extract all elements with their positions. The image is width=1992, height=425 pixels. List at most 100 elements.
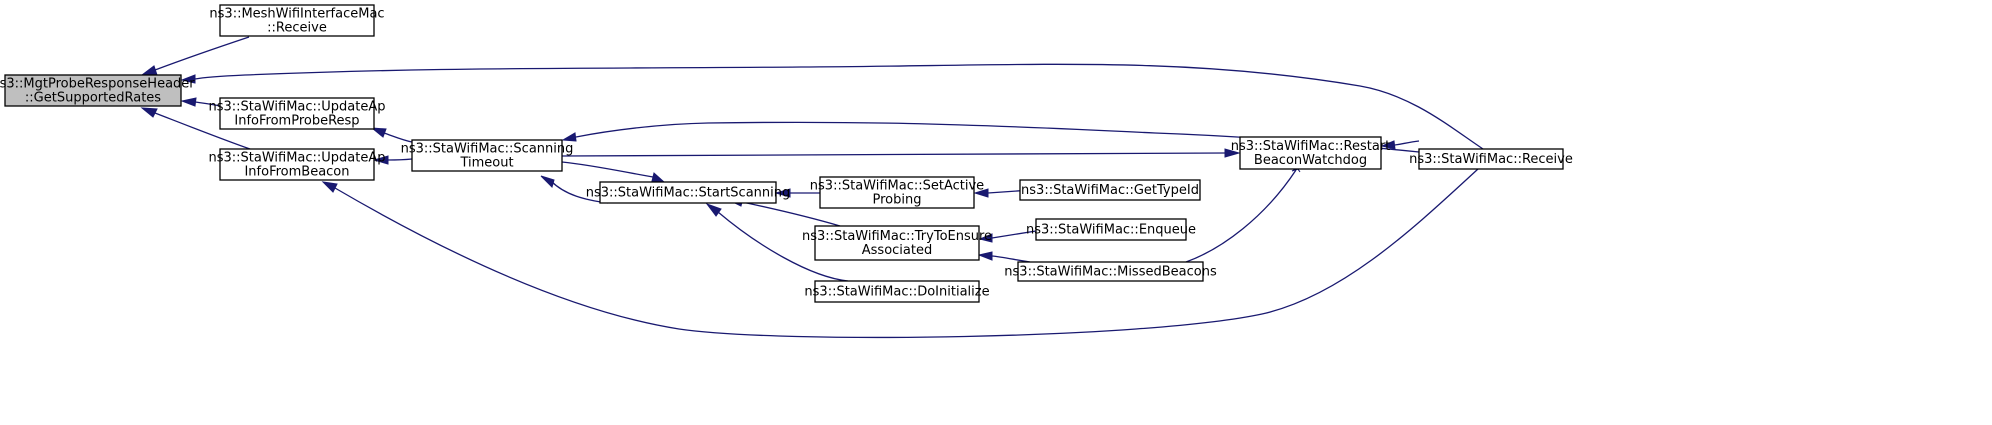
edge-update_probe-to-root [180, 97, 221, 107]
edge-line [561, 152, 1226, 157]
node-do-initialize[interactable]: ns3::StaWifiMac::DoInitialize [804, 280, 990, 303]
edge-scanning_timeout-to-update_beacon [372, 155, 413, 165]
edge-line [383, 132, 413, 143]
node-label-line: Timeout [459, 156, 513, 171]
edge-sta_receive-to-update_beacon [321, 168, 1479, 339]
node-box [814, 225, 980, 261]
nodes-layer: ns3::MgtProbeResponseHeader::GetSupporte… [0, 4, 1573, 303]
edge-line [991, 255, 1031, 263]
edge-line [1394, 140, 1420, 146]
arrowhead [321, 181, 338, 193]
node-box [814, 280, 980, 303]
arrowhead [370, 127, 387, 138]
edges-layer [140, 36, 1484, 339]
edge-sta_receive-to-root [180, 63, 1484, 150]
node-label-line: ::Receive [267, 21, 327, 36]
node-box [219, 4, 375, 37]
edge-missed_beacons-to-try_to_ensure [977, 251, 1031, 263]
arrowhead [180, 74, 196, 84]
node-box [1418, 148, 1564, 170]
arrowhead [140, 107, 158, 118]
node-label-line: Associated [862, 243, 932, 258]
edge-line [991, 230, 1037, 239]
edge-line [194, 63, 1484, 150]
node-mesh-receive[interactable]: ns3::MeshWifiInterfaceMac::Receive [209, 4, 385, 37]
node-label-line: ns3::StaWifiMac::UpdateAp [208, 151, 385, 166]
edge-scanning_timeout-to-restart_beacon [561, 148, 1241, 158]
edge-line [154, 36, 250, 71]
edge-scanning_timeout-to-update_probe [370, 127, 413, 143]
node-label-line: ns3::StaWifiMac::Restart [1231, 139, 1391, 154]
edge-line [1185, 169, 1297, 263]
node-box [219, 97, 375, 130]
arrowhead [977, 251, 993, 261]
edge-line [334, 168, 1479, 339]
arrowhead [540, 175, 555, 188]
edge-do_initialize-to-start_scanning [705, 202, 849, 282]
node-label-line: ::GetSupportedRates [25, 91, 161, 106]
edge-enqueue-to-try_to_ensure [978, 230, 1037, 243]
arrowhead [1380, 140, 1396, 150]
node-get-type-id[interactable]: ns3::StaWifiMac::GetTypeId [1019, 179, 1201, 201]
arrowhead [1224, 148, 1241, 158]
edge-missed_beacons-to-restart_beacon [1185, 167, 1301, 263]
node-label-line: Probing [873, 193, 922, 208]
edge-update_beacon-to-root [140, 107, 251, 150]
node-box [411, 139, 563, 172]
edge-sta_receive-to-restart_beacon [1380, 140, 1420, 150]
node-enqueue[interactable]: ns3::StaWifiMac::Enqueue [1026, 218, 1196, 241]
edge-set_active_probing-to-start_scanning [774, 188, 820, 198]
node-label-line: ns3::StaWifiMac::Scanning [401, 142, 574, 157]
node-box [1035, 218, 1187, 241]
node-box [4, 74, 182, 107]
node-box [219, 148, 375, 181]
arrowhead [705, 202, 722, 217]
node-label-line: InfoFromBeacon [244, 165, 349, 180]
edge-line [741, 201, 841, 227]
arrowhead [140, 65, 158, 76]
node-label-line: ns3::StaWifiMac::TryToEnsure [802, 229, 992, 244]
node-missed-beacons[interactable]: ns3::StaWifiMac::MissedBeacons [1004, 261, 1217, 282]
node-label-line: BeaconWatchdog [1254, 153, 1367, 168]
node-update-probe[interactable]: ns3::StaWifiMac::UpdateApInfoFromProbeRe… [208, 97, 386, 130]
edge-mesh_receive-to-root [140, 36, 250, 76]
node-label-line: ns3::StaWifiMac::Receive [1409, 152, 1573, 167]
node-label-line: ns3::StaWifiMac::SetActive [810, 179, 984, 194]
arrowhead [973, 188, 989, 198]
node-label-line: ns3::StaWifiMac::DoInitialize [804, 285, 989, 300]
node-start-scanning[interactable]: ns3::StaWifiMac::StartScanning [586, 181, 791, 204]
node-sta-receive[interactable]: ns3::StaWifiMac::Receive [1409, 148, 1573, 170]
node-root[interactable]: ns3::MgtProbeResponseHeader::GetSupporte… [0, 74, 195, 107]
edge-line [561, 161, 654, 178]
arrowhead [774, 188, 791, 198]
node-label-line: ns3::StaWifiMac::Enqueue [1026, 223, 1196, 238]
node-box [1239, 136, 1382, 170]
arrowhead [561, 132, 577, 142]
edge-line [387, 158, 413, 161]
node-label-line: InfoFromProbeResp [234, 114, 359, 129]
arrowhead [978, 233, 993, 243]
node-label-line: ns3::StaWifiMac::StartScanning [586, 186, 791, 201]
arrowhead [180, 97, 197, 107]
edge-line [154, 112, 251, 150]
arrowhead [372, 155, 389, 165]
node-box [1017, 261, 1204, 282]
node-label-line: ns3::StaWifiMac::UpdateAp [208, 100, 385, 115]
node-box [819, 176, 975, 209]
arrowhead [651, 172, 666, 183]
edge-line [717, 211, 849, 282]
node-label-line: ns3::StaWifiMac::MissedBeacons [1004, 265, 1217, 280]
edge-scanning_timeout-to-start_scanning [561, 161, 666, 183]
edge-line [194, 101, 221, 107]
node-box [599, 181, 777, 204]
node-label-line: ns3::StaWifiMac::GetTypeId [1021, 183, 1199, 198]
node-label-line: ns3::MeshWifiInterfaceMac [209, 7, 384, 22]
node-label-line: ns3::MgtProbeResponseHeader [0, 77, 195, 92]
node-box [1019, 179, 1201, 201]
